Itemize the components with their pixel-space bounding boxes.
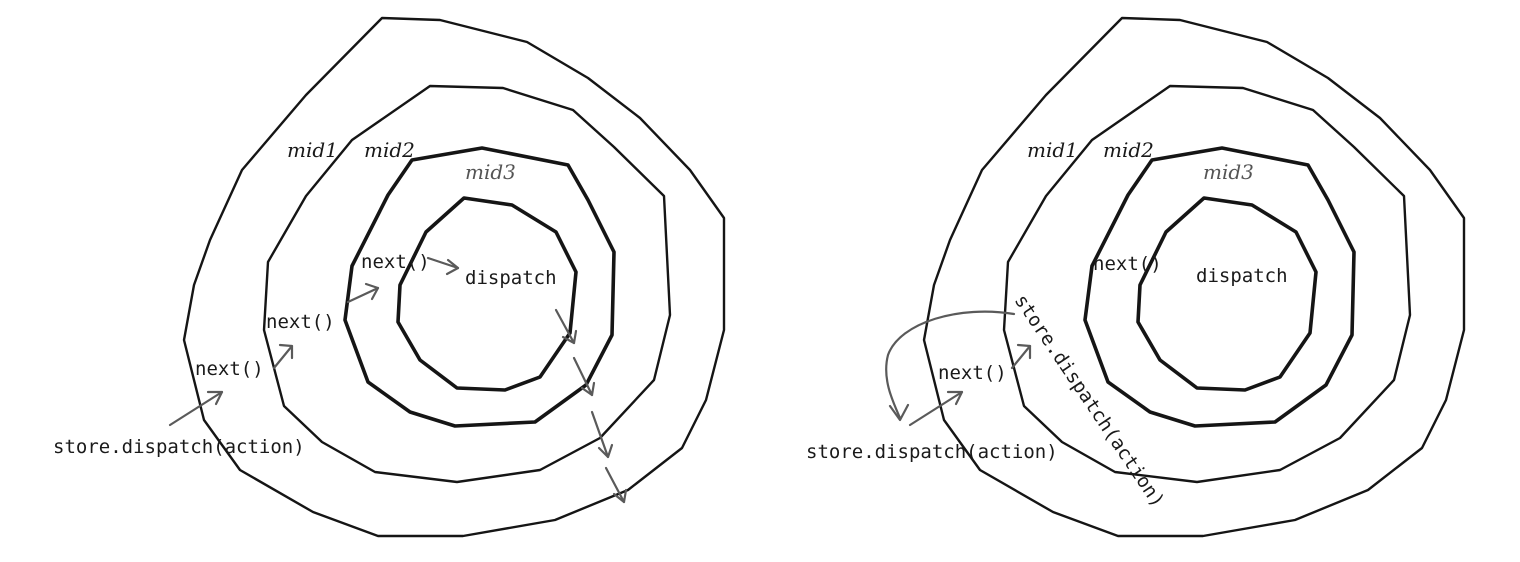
left-core-label: dispatch xyxy=(465,267,557,289)
left-arrow-out3 xyxy=(590,410,610,459)
right-redispatch-arrow xyxy=(885,310,1016,422)
left-arrow-out4 xyxy=(604,466,626,504)
left-label-mid1: mid1 xyxy=(287,138,338,162)
right-diagram: mid1 mid2 mid3 next() dispatch next() st… xyxy=(806,16,1466,538)
right-next-label-outer: next() xyxy=(938,362,1007,384)
left-inward-arrows xyxy=(168,256,460,427)
left-entry-label: store.dispatch(action) xyxy=(53,436,305,458)
right-ring-mid2 xyxy=(1002,84,1412,484)
left-arrow-next3 xyxy=(426,256,460,270)
right-arrow-redispatch xyxy=(885,310,1016,420)
left-label-mid3: mid3 xyxy=(465,160,516,184)
left-next-label-inner: next() xyxy=(361,251,430,273)
right-label-mid1: mid1 xyxy=(1027,138,1078,162)
left-diagram: mid1 mid2 mid3 next() dispatch next() ne… xyxy=(53,16,726,538)
right-entry-label: store.dispatch(action) xyxy=(806,441,1058,463)
right-ring-mid3 xyxy=(1083,146,1356,428)
right-core-label: dispatch xyxy=(1196,265,1288,287)
left-arrow-entry xyxy=(168,390,224,427)
left-arrow-next1 xyxy=(272,344,294,370)
right-label-mid2: mid2 xyxy=(1103,138,1154,162)
left-outward-arrows xyxy=(554,308,628,504)
left-ring-mid1 xyxy=(182,16,726,538)
right-arrow-next1 xyxy=(1010,344,1032,370)
left-ring-mid3 xyxy=(343,146,616,428)
right-next-label-inner: next() xyxy=(1093,253,1162,275)
right-ring-mid1 xyxy=(922,16,1466,538)
left-arrow-next2 xyxy=(346,286,380,304)
right-ring-core xyxy=(1136,196,1318,392)
left-label-mid2: mid2 xyxy=(364,138,415,162)
left-next-label-middle: next() xyxy=(266,311,335,333)
left-arrow-out2 xyxy=(572,356,594,397)
right-arrow-entry xyxy=(908,390,964,427)
right-inward-arrows xyxy=(908,343,1032,427)
left-ring-mid2 xyxy=(262,84,672,484)
left-arrow-out1 xyxy=(554,308,576,345)
left-next-label-outer: next() xyxy=(195,358,264,380)
left-ring-core xyxy=(396,196,578,392)
right-label-mid3: mid3 xyxy=(1203,160,1254,184)
right-redispatch-label: store.dispatch(action) xyxy=(1010,290,1169,511)
